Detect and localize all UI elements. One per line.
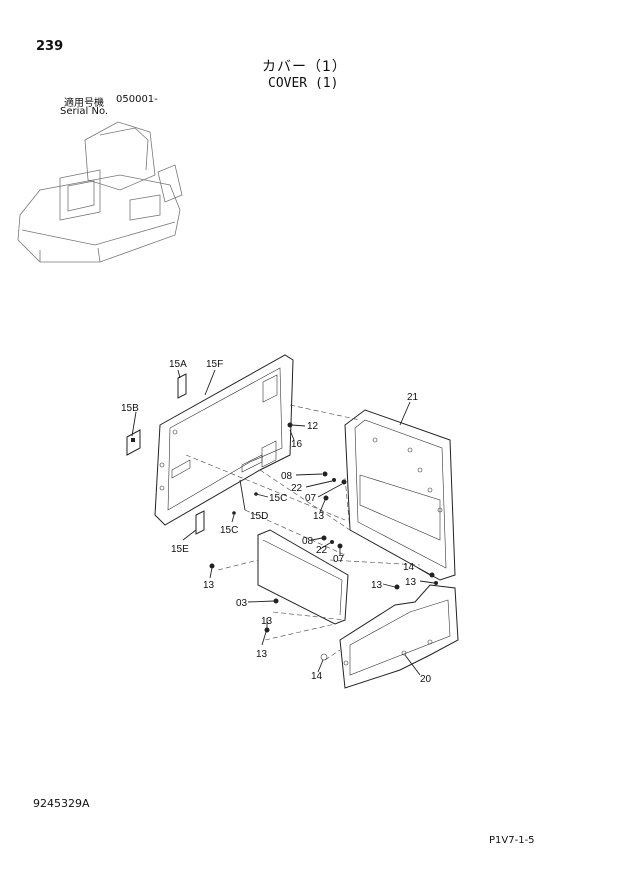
assembly-lines bbox=[185, 404, 421, 661]
callout-14-lower: 14 bbox=[311, 671, 323, 682]
title-english: COVER (1) bbox=[268, 76, 339, 91]
cover-panel-15F bbox=[154, 354, 294, 526]
part-15E bbox=[195, 510, 205, 535]
callout-13-a: 13 bbox=[313, 511, 325, 522]
callout-07-lower: 07 bbox=[333, 554, 345, 565]
callout-22-upper: 22 bbox=[291, 483, 303, 494]
page-number: 239 bbox=[36, 39, 64, 54]
callout-13-e: 13 bbox=[261, 616, 273, 627]
drawing-code: 9245329A bbox=[33, 797, 90, 810]
leader-lines bbox=[131, 369, 435, 676]
callout-13-f: 13 bbox=[256, 649, 268, 660]
callout-12: 12 bbox=[307, 421, 319, 432]
serial-label-english: Serial No. bbox=[60, 106, 109, 117]
page-code: P1V7-1-5 bbox=[489, 835, 535, 846]
callout-14-upper: 14 bbox=[403, 562, 415, 573]
serial-label-japanese: 適用号機 bbox=[64, 98, 104, 109]
callout-13-d: 13 bbox=[203, 580, 215, 591]
title-japanese: カバー（1） bbox=[262, 59, 347, 75]
fasteners bbox=[209, 422, 438, 661]
callout-08-upper: 08 bbox=[281, 471, 293, 482]
part-15B-hole bbox=[131, 438, 135, 442]
machine-location-sketch bbox=[17, 121, 183, 263]
callout-13-b: 13 bbox=[405, 577, 417, 588]
callout-15D: 15D bbox=[250, 511, 268, 522]
callout-15A: 15A bbox=[169, 359, 187, 370]
cover-panel-21 bbox=[344, 409, 456, 581]
callout-15C-lower: 15C bbox=[220, 525, 238, 536]
callout-15F: 15F bbox=[206, 359, 223, 370]
callout-16: 16 bbox=[291, 439, 303, 450]
serial-value: 050001- bbox=[116, 94, 158, 105]
callout-21: 21 bbox=[407, 392, 419, 403]
callout-07-upper: 07 bbox=[305, 493, 317, 504]
callout-08-lower: 08 bbox=[302, 536, 314, 547]
part-15B bbox=[126, 429, 141, 456]
callout-15E: 15E bbox=[171, 544, 189, 555]
callout-15C-upper: 15C bbox=[269, 493, 287, 504]
cover-panel-20 bbox=[339, 584, 459, 689]
callout-03: 03 bbox=[236, 598, 248, 609]
callout-20: 20 bbox=[420, 674, 432, 685]
callout-22-lower: 22 bbox=[316, 545, 328, 556]
callout-13-c: 13 bbox=[371, 580, 383, 591]
callout-15B: 15B bbox=[121, 403, 139, 414]
part-15A bbox=[177, 373, 187, 399]
